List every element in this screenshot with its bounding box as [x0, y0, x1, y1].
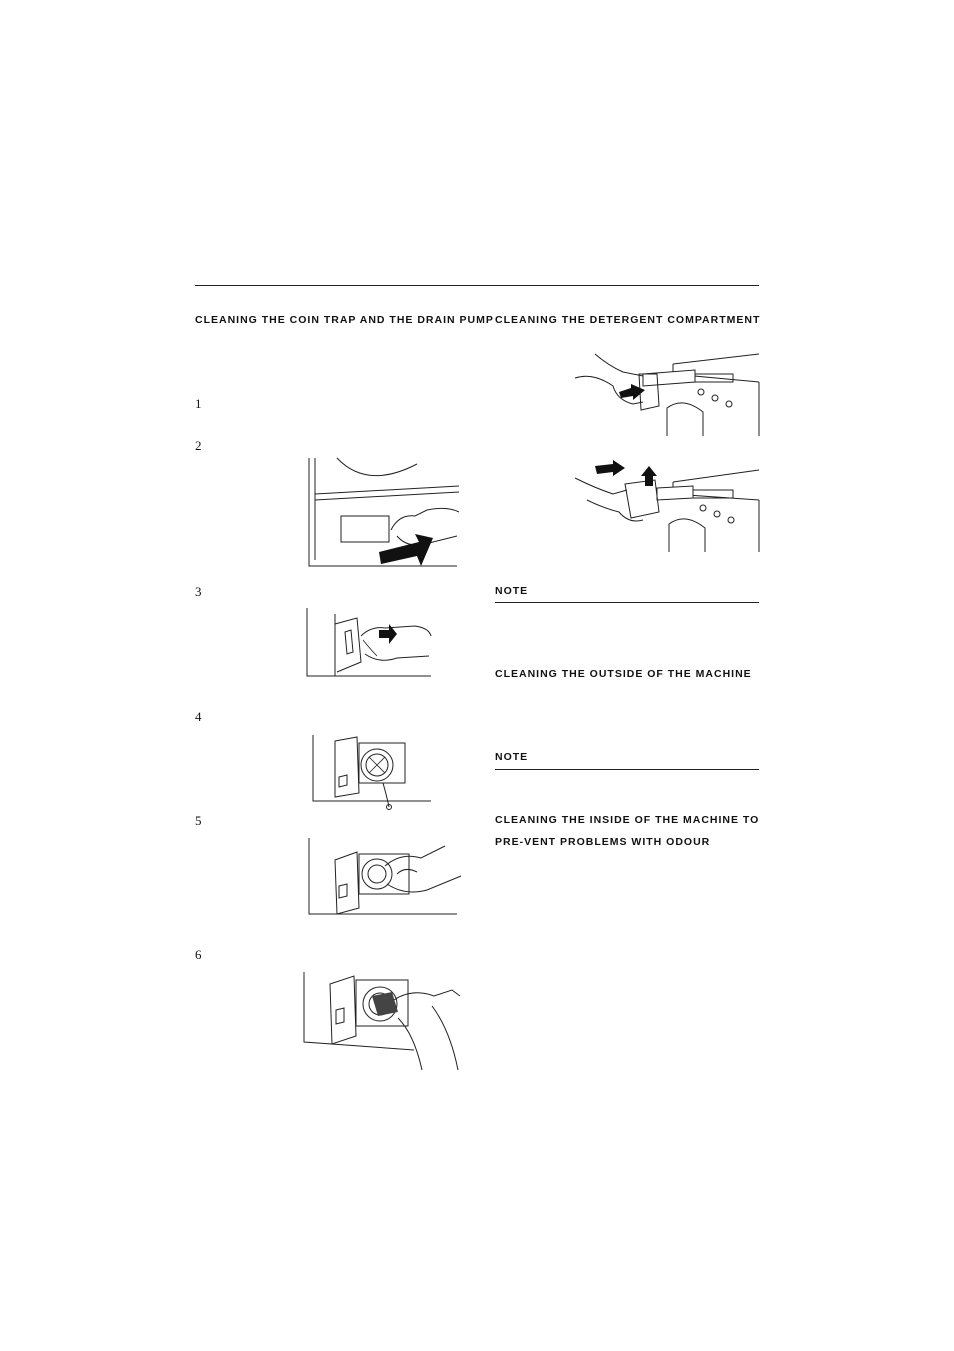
note-2-label: NOTE: [495, 751, 529, 763]
detergent-heading: CLEANING THE DETERGENT COMPARTMENT: [495, 314, 761, 326]
detergent-drawer-lift-illustration: [574, 460, 760, 552]
step-number-2: 2: [195, 438, 202, 453]
step-number-1: 1: [195, 396, 202, 411]
step-number-3: 3: [195, 584, 202, 599]
note-2-rule: [495, 769, 759, 770]
note-1-label: NOTE: [495, 585, 529, 597]
step-4-illustration: [312, 735, 431, 810]
step-number-4: 4: [195, 709, 202, 724]
step-number-6: 6: [195, 947, 202, 962]
step-6-illustration: [303, 972, 461, 1071]
step-3-illustration: [306, 608, 432, 677]
step-number-5: 5: [195, 813, 202, 828]
top-rule: [195, 285, 759, 286]
note-1-rule: [495, 602, 759, 603]
coin-trap-heading: CLEANING THE COIN TRAP AND THE DRAIN PUM…: [195, 314, 494, 326]
step-2-illustration: [308, 457, 460, 567]
outside-heading: CLEANING THE OUTSIDE OF THE MACHINE: [495, 668, 752, 680]
inside-heading: CLEANING THE INSIDE OF THE MACHINE TO PR…: [495, 814, 760, 848]
detergent-drawer-pull-illustration: [574, 353, 760, 436]
step-5-illustration: [308, 838, 462, 915]
